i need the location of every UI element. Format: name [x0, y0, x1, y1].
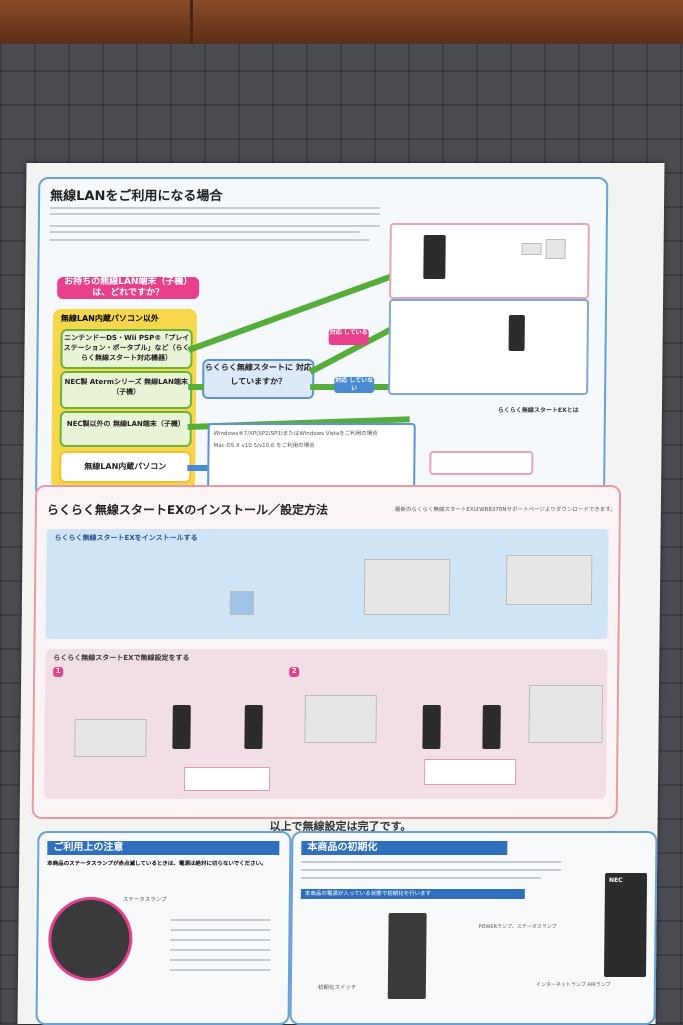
- reset-title: 本商品の初期化: [301, 841, 508, 855]
- mac-text: Mac OS X v10.5/v10.6 をご利用の場合: [213, 443, 315, 449]
- section2-title: らくらく無線スタートEXのインストール／設定方法: [46, 503, 329, 517]
- ds-image: [521, 243, 542, 255]
- reset-subtitle: 本商品の電源が入っている状態で初期化を行います: [300, 889, 525, 899]
- section-caution: ご利用上の注意 本商品のステータスランプが赤点滅しているときは、電源は絶対に切ら…: [35, 831, 292, 1025]
- router-image: [422, 705, 441, 749]
- nec-logo: NEC: [608, 877, 623, 884]
- text-line: [170, 929, 271, 931]
- router-image: [508, 315, 525, 351]
- router-image: [423, 235, 446, 279]
- setup-panel: らくらく無線スタートEXで無線設定をする 1 2: [43, 649, 608, 799]
- section-wireless-lan: 無線LANをご利用になる場合 お持ちの無線LAN端末（子機）は、どれですか？ 無…: [34, 177, 609, 499]
- installer-icon: [229, 591, 255, 615]
- router-back-image: [387, 913, 427, 999]
- step-number: 2: [289, 667, 300, 677]
- section1-title: 無線LANをご利用になる場合: [50, 189, 223, 204]
- text-line: [301, 869, 562, 871]
- text-line: [49, 239, 370, 241]
- text-line: [170, 919, 271, 921]
- lamp-label: ステータスランプ: [122, 897, 167, 903]
- install-panel: らくらく無線スタートEXをインストールする: [45, 529, 609, 639]
- windows-box: Windows®7/XP(SP2/SP3)またはWindows Vistaをご利…: [207, 423, 416, 489]
- router-image: [244, 705, 263, 749]
- setup-screenshot: [528, 685, 604, 743]
- install-title: らくらく無線スタートEXをインストールする: [54, 534, 198, 542]
- install-screenshot: [363, 559, 451, 615]
- item-nec-aterm: NEC製 Atermシリーズ 無線LAN端末（子機）: [59, 371, 193, 409]
- manual-sheet: 無線LANをご利用になる場合 お持ちの無線LAN端末（子機）は、どれですか？ 無…: [17, 163, 665, 1025]
- inet-lamp-label: インターネットランプ AIRランプ: [535, 982, 611, 988]
- compat-question-box: らくらく無線スタートに 対応していますか？: [202, 359, 315, 399]
- text-line: [170, 969, 271, 971]
- green-arrow: [188, 384, 205, 390]
- ex-note: らくらく無線スタートEXとは: [497, 407, 579, 414]
- router-front-image: NEC: [603, 873, 648, 977]
- item-nintendo-psp: ニンテンドーDS・Wii PSP®「プレイステーション・ポータブル」など（らくら…: [60, 329, 193, 369]
- init-switch-label: 初期化スイッチ: [317, 985, 357, 991]
- yellow-header: 無線LAN内蔵パソコン以外: [60, 314, 159, 323]
- section-install: らくらく無線スタートEXのインストール／設定方法 最新のらくらく無線スタートEX…: [31, 485, 622, 819]
- caution-note: [423, 759, 517, 785]
- windows-text: Windows®7/XP(SP2/SP3)またはWindows Vistaをご利…: [213, 431, 378, 437]
- install-screenshot: [505, 555, 593, 605]
- text-line: [49, 231, 360, 233]
- setup-screenshot: [304, 695, 377, 743]
- text-line: [301, 861, 562, 863]
- text-line: [301, 877, 542, 879]
- setup-screenshot: [74, 719, 147, 757]
- psp-image: [545, 239, 566, 259]
- text-line: [49, 213, 380, 215]
- text-line: [170, 939, 271, 941]
- text-line: [50, 207, 381, 209]
- item-non-nec: NEC製以外の 無線LAN端末（子機）: [59, 411, 192, 447]
- router-image: [482, 705, 501, 749]
- download-note: 最新のらくらく無線スタートEXはWR8370Nサポートページよりダウンロードでき…: [394, 507, 616, 513]
- setup-title: らくらく無線スタートEXで無線設定をする: [53, 654, 190, 662]
- lamp-list-label: POWERランプ、ステータスランプ: [478, 924, 557, 930]
- text-line: [170, 949, 271, 951]
- router-image: [172, 705, 191, 749]
- caution-note: [183, 767, 271, 791]
- caution-title: ご利用上の注意: [47, 841, 280, 855]
- info-box-supported: [389, 223, 590, 299]
- wooden-floor: [0, 0, 683, 44]
- item-builtin-pc: 無線LAN内蔵パソコン: [59, 451, 192, 483]
- question-badge: お持ちの無線LAN端末（子機）は、どれですか？: [57, 277, 200, 299]
- badge-unsupported: 対応 していない: [334, 377, 375, 393]
- text-line: [49, 225, 380, 227]
- section-reset: 本商品の初期化 本商品の電源が入っている状態で初期化を行います 初期化スイッチ …: [289, 831, 658, 1025]
- step-number: 1: [53, 667, 64, 677]
- lamp-closeup: [47, 897, 133, 981]
- badge-supported: 対応 している: [328, 329, 369, 345]
- info-box-other: [388, 299, 590, 395]
- text-line: [170, 959, 271, 961]
- ex-download-box: [429, 451, 534, 475]
- caution-subtitle: 本商品のステータスランプが赤点滅しているときは、電源は絶対に切らないでください。: [47, 861, 267, 867]
